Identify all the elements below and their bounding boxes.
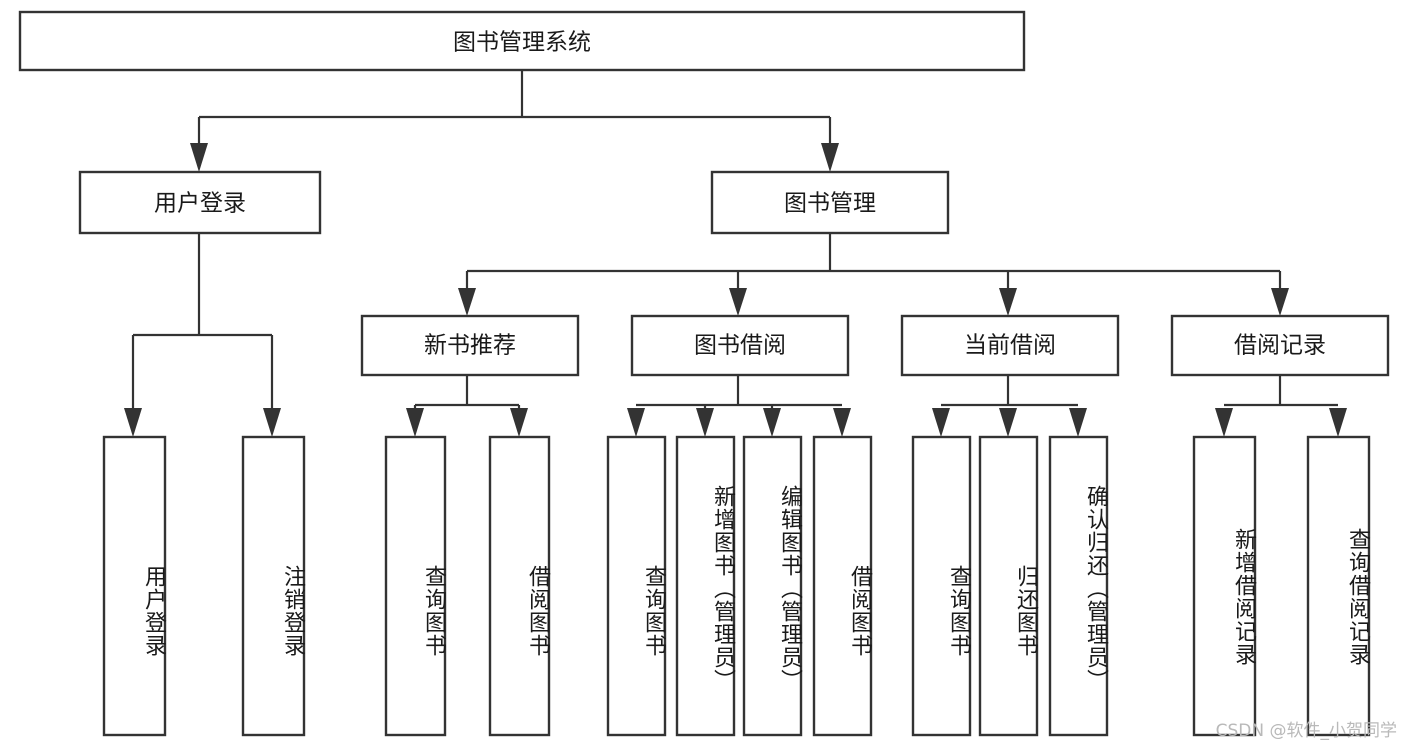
node-leaf-query-book-bb[interactable]	[606, 435, 667, 737]
arrow-head-bb-leaf4	[833, 408, 851, 437]
node-leaf-return-book[interactable]	[978, 435, 1039, 737]
arrow-head-new-book-recommend	[458, 288, 476, 316]
node-leaf-logout-login[interactable]	[241, 435, 306, 737]
node-leaf-user-login[interactable]	[102, 435, 167, 737]
node-leaf-query-book-nbr[interactable]	[384, 435, 447, 737]
node-book-borrow-label: 图书借阅	[694, 333, 786, 359]
arrow-head-book-borrow	[729, 288, 747, 316]
arrow-head-bb-leaf1	[627, 408, 645, 437]
node-leaf-query-borrow-record[interactable]	[1306, 435, 1371, 737]
arrow-head-user-login	[190, 143, 208, 172]
arrow-head-bb-leaf2	[696, 408, 714, 437]
node-book-borrow[interactable]	[630, 314, 850, 377]
node-leaf-borrow-book-nbr[interactable]	[488, 435, 551, 737]
node-leaf-borrow-book-bb[interactable]	[812, 435, 873, 737]
arrow-head-nbr-leaf1	[406, 408, 424, 437]
arrow-head-bb-leaf3	[763, 408, 781, 437]
watermark-text: CSDN @软件_小贺同学	[1215, 721, 1397, 741]
arrow-head-current-borrow	[999, 288, 1017, 316]
node-new-book-recommend-label: 新书推荐	[424, 333, 516, 359]
arrow-head-book-manage	[821, 143, 839, 172]
node-current-borrow[interactable]	[900, 314, 1120, 377]
arrow-head-cb-leaf2	[999, 408, 1017, 437]
node-borrow-record-label: 借阅记录	[1234, 333, 1326, 359]
node-current-borrow-label: 当前借阅	[964, 333, 1056, 359]
arrow-head-cb-leaf1	[932, 408, 950, 437]
node-leaf-edit-book-admin[interactable]	[742, 435, 803, 737]
nodes-layer: 图书管理系统 用户登录 图书管理 新书推荐 图书借阅 当前借阅 借阅记录	[18, 10, 1390, 737]
node-leaf-add-book-admin[interactable]	[675, 435, 736, 737]
node-new-book-recommend[interactable]	[360, 314, 580, 377]
node-user-login-label: 用户登录	[154, 191, 246, 217]
node-leaf-add-borrow-record[interactable]	[1192, 435, 1257, 737]
arrow-head-user-login-leaf2	[263, 408, 281, 437]
node-leaf-query-book-cb[interactable]	[911, 435, 972, 737]
arrow-head-br-leaf1	[1215, 408, 1233, 437]
arrow-head-cb-leaf3	[1069, 408, 1087, 437]
arrow-head-user-login-leaf1	[124, 408, 142, 437]
node-root-label: 图书管理系统	[453, 30, 591, 56]
node-user-login[interactable]	[78, 170, 322, 235]
node-borrow-record[interactable]	[1170, 314, 1390, 377]
node-leaf-confirm-return-admin[interactable]	[1048, 435, 1109, 737]
edges-layer	[124, 70, 1347, 437]
node-book-management-label: 图书管理	[784, 191, 876, 217]
arrow-head-nbr-leaf2	[510, 408, 528, 437]
node-book-management[interactable]	[710, 170, 950, 235]
arrow-head-br-leaf2	[1329, 408, 1347, 437]
arrow-head-borrow-record	[1271, 288, 1289, 316]
node-root-book-management-system[interactable]	[18, 10, 1026, 72]
